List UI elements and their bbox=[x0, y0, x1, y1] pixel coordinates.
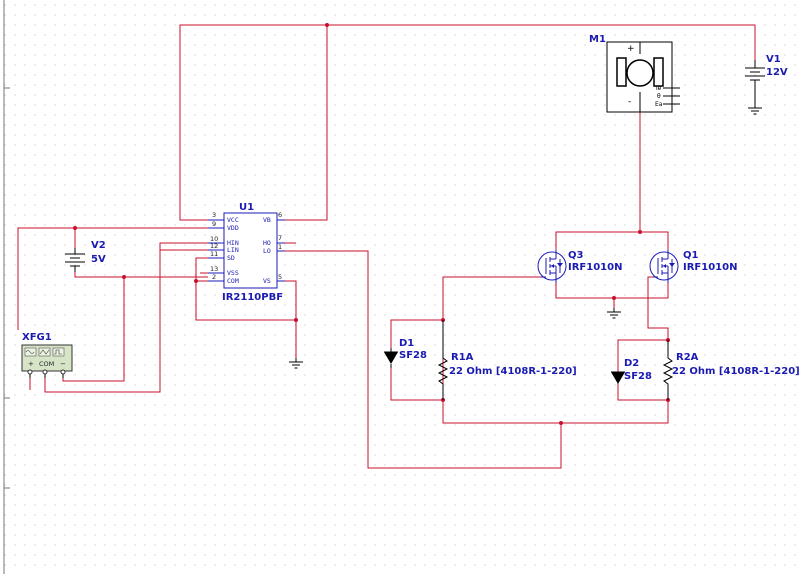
wires bbox=[17, 24, 756, 469]
wire-drain-q1[interactable] bbox=[640, 231, 669, 250]
u1-driver-ic[interactable]: U1 3 VCC 9 VDD 10 HIN 12 LIN 11 SD 13 VS… bbox=[208, 202, 285, 303]
v1-battery[interactable]: V1 12V bbox=[745, 54, 788, 115]
u1-pin-name: VSS bbox=[227, 269, 239, 277]
r1a-value: 22 Ohm [4108R-1-220] bbox=[449, 366, 577, 377]
u1-pin-name: LO bbox=[263, 247, 271, 255]
u1-pin-num: 6 bbox=[278, 211, 282, 219]
q1-mosfet[interactable]: Q1 IRF1010N bbox=[649, 250, 737, 283]
u1-pin-num: 12 bbox=[210, 242, 218, 250]
xfg1-ref: XFG1 bbox=[22, 332, 52, 343]
v2-battery[interactable]: V2 5V bbox=[65, 240, 106, 272]
xfg1-plus: + bbox=[28, 360, 34, 368]
u1-pin-name: VCC bbox=[227, 216, 239, 224]
wire-motor-drain[interactable] bbox=[555, 112, 641, 250]
wire-q1-gate[interactable] bbox=[647, 276, 669, 340]
d2-value: SF28 bbox=[624, 371, 652, 382]
q1-ref: Q1 bbox=[683, 250, 699, 261]
u1-pin-num: 11 bbox=[210, 250, 218, 258]
wire-hin-lin[interactable] bbox=[44, 242, 208, 393]
wire-sd[interactable] bbox=[195, 257, 296, 321]
u1-ref: U1 bbox=[239, 202, 254, 213]
u1-pin-name: LIN bbox=[227, 246, 239, 254]
u1-pin-num: 10 bbox=[210, 235, 218, 243]
u1-pin-name: VB bbox=[263, 216, 271, 224]
m1-dc-motor[interactable]: M1 + - Te θ Ea bbox=[589, 34, 680, 113]
wire-d2[interactable] bbox=[617, 339, 668, 401]
r2a-resistor[interactable]: R2A 22 Ohm [4108R-1-220] bbox=[662, 340, 800, 400]
u1-pin-stubs bbox=[208, 219, 285, 282]
m1-ref: M1 bbox=[589, 34, 606, 45]
u1-pin-num: 9 bbox=[212, 220, 216, 228]
wire-r1a-bottom[interactable] bbox=[442, 400, 669, 424]
xfg1-com: COM bbox=[39, 360, 54, 368]
u1-pin-num: 1 bbox=[278, 243, 282, 251]
wire-vs-gnd[interactable] bbox=[285, 280, 297, 358]
u1-pin-name: SD bbox=[227, 254, 235, 262]
r1a-resistor[interactable]: R1A 22 Ohm [4108R-1-220] bbox=[437, 320, 577, 400]
u1-value: IR2110PBF bbox=[222, 292, 283, 303]
r2a-value: 22 Ohm [4108R-1-220] bbox=[672, 366, 800, 377]
u1-pin-name: HIN bbox=[227, 239, 239, 247]
d2-ref: D2 bbox=[624, 358, 639, 369]
wire-vcc-top[interactable] bbox=[179, 24, 756, 221]
u1-pin-num: 5 bbox=[278, 273, 282, 281]
wire-lo[interactable] bbox=[285, 250, 562, 469]
u1-pin-num: 13 bbox=[210, 265, 218, 273]
u1-pin-num: 2 bbox=[212, 273, 216, 281]
u1-pin-num: 3 bbox=[212, 211, 216, 219]
u1-pin-name: VDD bbox=[227, 224, 239, 232]
u1-pin-name: HO bbox=[263, 239, 271, 247]
wire-vdd[interactable] bbox=[17, 227, 208, 330]
m1-minus: - bbox=[628, 97, 631, 107]
wire-vb-top[interactable] bbox=[285, 25, 328, 221]
u1-pin-name: VS bbox=[263, 277, 271, 285]
u1-pin-name: COM bbox=[227, 277, 239, 285]
q1-value: IRF1010N bbox=[683, 262, 737, 273]
sheet-border bbox=[3, 0, 10, 574]
ground-symbol bbox=[607, 308, 621, 319]
v2-ref: V2 bbox=[91, 240, 106, 251]
q3-value: IRF1010N bbox=[568, 262, 622, 273]
v2-value: 5V bbox=[91, 254, 106, 265]
m1-terminal: Te bbox=[654, 85, 662, 92]
r2a-ref: R2A bbox=[676, 352, 699, 363]
wire-d1-top[interactable] bbox=[390, 319, 443, 348]
q3-ref: Q3 bbox=[568, 250, 584, 261]
m1-plus: + bbox=[627, 44, 635, 54]
xfg1-function-generator[interactable]: XFG1 + COM − bbox=[21, 332, 73, 378]
d1-ref: D1 bbox=[399, 338, 414, 349]
ground-symbol bbox=[289, 358, 303, 369]
wire-v2-neg[interactable] bbox=[62, 272, 125, 382]
d2-diode[interactable]: D2 SF28 bbox=[611, 358, 652, 384]
q3-mosfet[interactable]: Q3 IRF1010N bbox=[537, 250, 622, 283]
xfg1-minus: − bbox=[60, 360, 66, 368]
r1a-ref: R1A bbox=[451, 352, 474, 363]
d1-value: SF28 bbox=[399, 350, 427, 361]
d1-diode[interactable]: D1 SF28 bbox=[384, 338, 427, 368]
m1-terminal: θ bbox=[657, 93, 661, 100]
m1-terminal: Ea bbox=[655, 101, 663, 108]
v1-ref: V1 bbox=[766, 54, 781, 65]
u1-pin-num: 7 bbox=[278, 234, 282, 242]
v1-value: 12V bbox=[766, 67, 788, 78]
